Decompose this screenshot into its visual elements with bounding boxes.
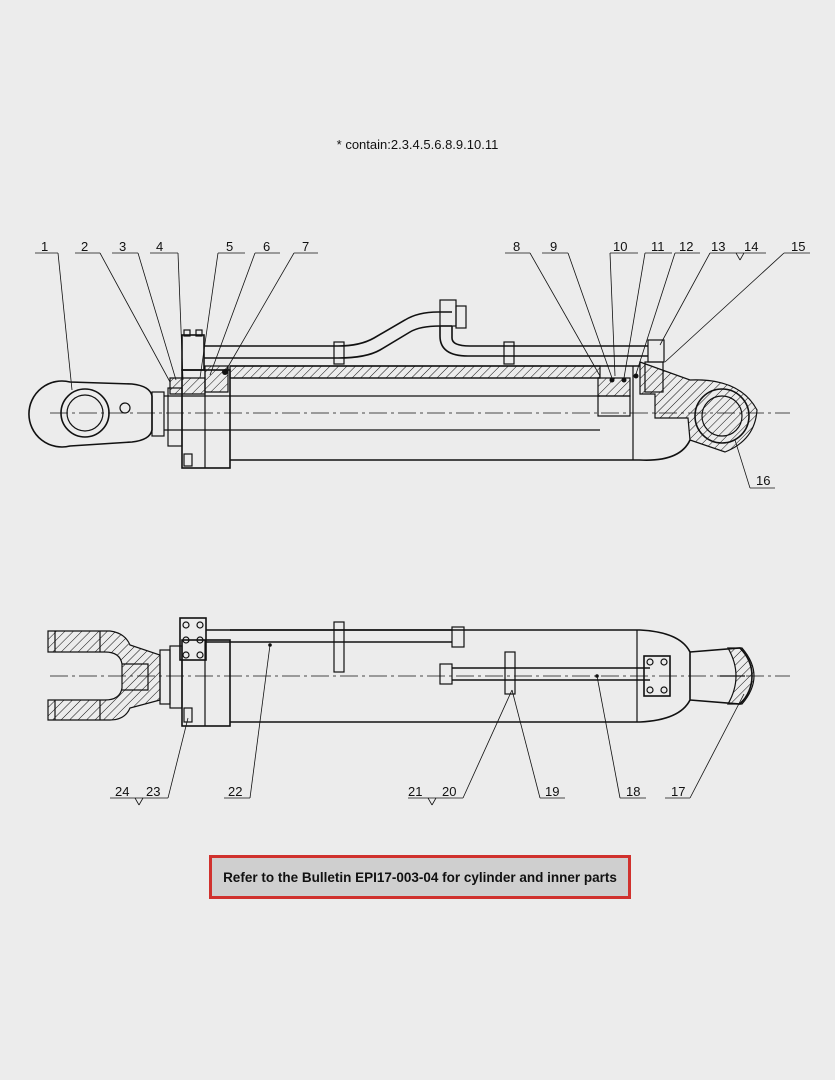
piston (597, 373, 639, 417)
yoke (47, 630, 171, 721)
top-cylinder-view (28, 252, 810, 489)
callout-14: 14 (744, 239, 758, 254)
callout-20: 20 (442, 784, 456, 799)
cap-tang (689, 647, 755, 705)
tube-upper (206, 621, 465, 673)
callout-21: 21 (408, 784, 422, 799)
hydraulic-tube (204, 299, 648, 365)
head-gland-bottom (169, 617, 231, 727)
callout-17: 17 (671, 784, 685, 799)
leaders-bottom (110, 643, 745, 806)
callout-5: 5 (226, 239, 233, 254)
callout-8: 8 (513, 239, 520, 254)
callout-16: 16 (756, 473, 770, 488)
callout-10: 10 (613, 239, 627, 254)
cap-end (639, 339, 758, 461)
callout-9: 9 (550, 239, 557, 254)
callout-4: 4 (156, 239, 163, 254)
callout-23: 23 (146, 784, 160, 799)
callout-19: 19 (545, 784, 559, 799)
rod-eye (28, 380, 165, 448)
callouts-top: 1 2 3 4 5 6 7 8 9 10 11 12 13 14 15 16 (41, 239, 805, 488)
bulletin-reference-box: Refer to the Bulletin EPI17-003-04 for c… (209, 855, 631, 899)
contents-note: * contain:2.3.4.5.6.8.9.10.11 (336, 137, 499, 152)
bottom-cylinder-view (47, 617, 790, 806)
callout-22: 22 (228, 784, 242, 799)
callout-6: 6 (263, 239, 270, 254)
callout-2: 2 (81, 239, 88, 254)
callout-15: 15 (791, 239, 805, 254)
head-gland (167, 329, 231, 469)
callout-7: 7 (302, 239, 309, 254)
leaders-top (35, 252, 810, 489)
callout-1: 1 (41, 239, 48, 254)
callout-11: 11 (651, 239, 665, 254)
callout-18: 18 (626, 784, 640, 799)
callout-24: 24 (115, 784, 129, 799)
callout-12: 12 (679, 239, 693, 254)
callout-13: 13 (711, 239, 725, 254)
tube-lower (439, 651, 671, 697)
callouts-bottom: 17 18 19 20 21 22 23 24 (115, 784, 685, 799)
bulletin-text: Refer to the Bulletin EPI17-003-04 for c… (223, 869, 617, 885)
callout-3: 3 (119, 239, 126, 254)
